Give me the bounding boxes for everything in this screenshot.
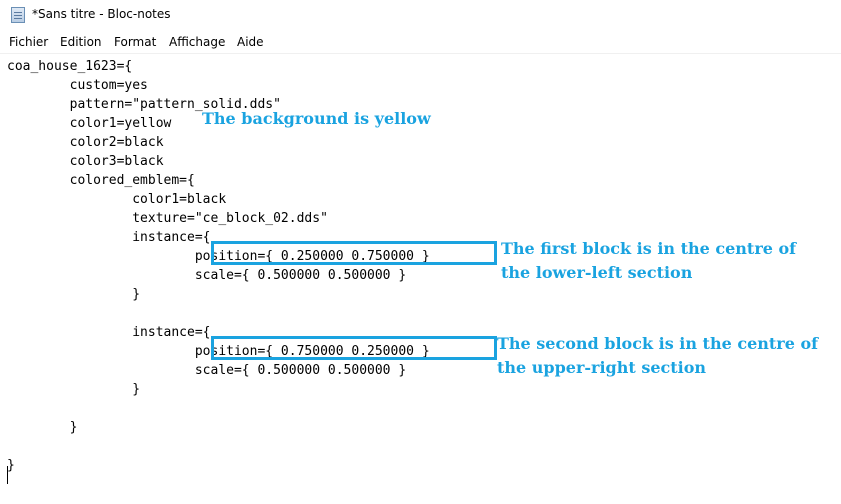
- annotation-first-block-line1: The first block is in the centre of: [501, 239, 797, 258]
- code-line: scale={ 0.500000 0.500000 }: [7, 363, 407, 378]
- code-line: color1=yellow: [7, 116, 172, 131]
- code-line: [7, 437, 430, 456]
- code-line: position={ 0.750000 0.250000 }: [7, 344, 430, 359]
- code-line: position={ 0.250000 0.750000 }: [7, 249, 430, 264]
- code-line: pattern="pattern_solid.dds": [7, 97, 281, 112]
- code-line: instance={: [7, 230, 211, 245]
- editor-content[interactable]: coa_house_1623={ custom=yes pattern="pat…: [7, 57, 430, 475]
- annotation-second-block-line2: the upper-right section: [497, 358, 707, 377]
- menu-bar: Fichier Edition Format Affichage Aide: [0, 32, 841, 53]
- annotation-first-block-line2: the lower-left section: [501, 263, 693, 282]
- menu-affichage[interactable]: Affichage: [169, 35, 226, 49]
- notepad-icon: [11, 7, 25, 23]
- text-caret: [7, 466, 8, 484]
- menu-fichier[interactable]: Fichier: [9, 35, 49, 49]
- code-line: [7, 304, 430, 323]
- code-line: }: [7, 458, 15, 473]
- annotation-background: The background is yellow: [202, 109, 431, 128]
- menu-aide[interactable]: Aide: [237, 35, 264, 49]
- menu-edition[interactable]: Edition: [60, 35, 102, 49]
- code-line: }: [7, 287, 141, 302]
- menu-format[interactable]: Format: [114, 35, 157, 49]
- code-line: colored_emblem={: [7, 173, 195, 188]
- highlight-box-first-position: [211, 241, 497, 265]
- code-line: [7, 399, 430, 418]
- code-line: }: [7, 420, 78, 435]
- window-title: *Sans titre - Bloc-notes: [32, 7, 171, 21]
- text-editor[interactable]: coa_house_1623={ custom=yes pattern="pat…: [0, 53, 841, 504]
- code-line: color2=black: [7, 135, 164, 150]
- code-line: texture="ce_block_02.dds": [7, 211, 328, 226]
- code-line: color1=black: [7, 192, 227, 207]
- code-line: color3=black: [7, 154, 164, 169]
- code-line: coa_house_1623={: [7, 59, 133, 74]
- code-line: scale={ 0.500000 0.500000 }: [7, 268, 407, 283]
- code-line: }: [7, 382, 141, 397]
- code-line: custom=yes: [7, 78, 148, 93]
- highlight-box-second-position: [211, 336, 497, 360]
- code-line: instance={: [7, 325, 211, 340]
- title-bar[interactable]: *Sans titre - Bloc-notes: [0, 0, 841, 32]
- annotation-second-block-line1: The second block is in the centre of: [497, 334, 819, 353]
